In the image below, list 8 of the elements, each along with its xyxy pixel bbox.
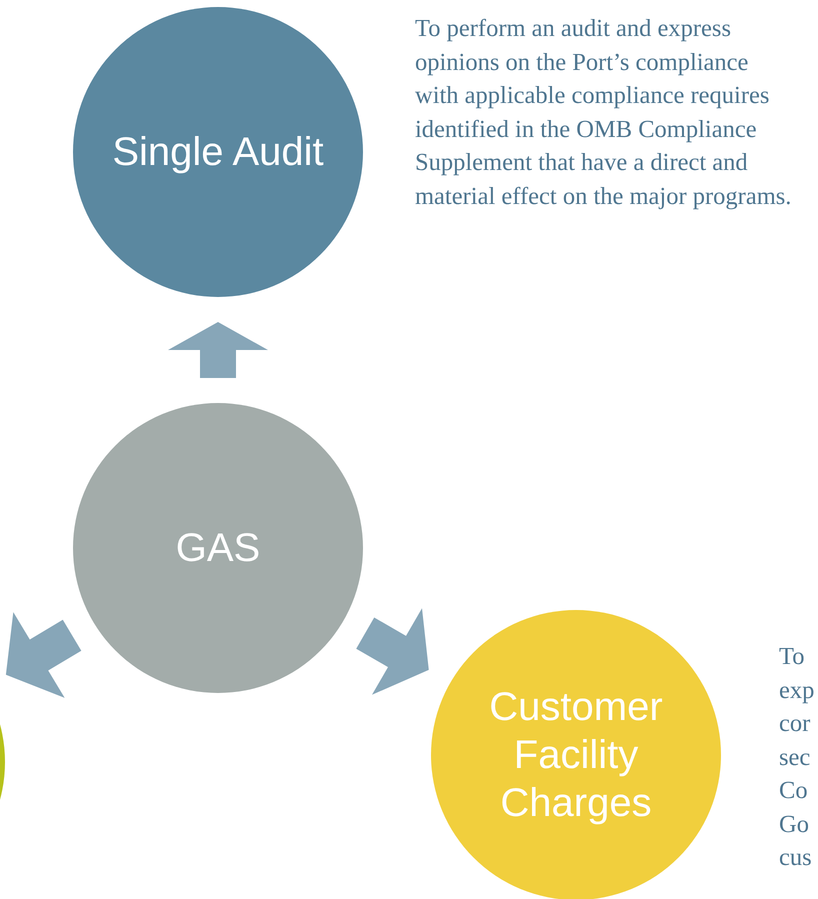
node-label: Single Audit	[112, 129, 324, 176]
description-text: To exp cor sec Co Go cus	[779, 642, 816, 873]
description-text: To perform an audit and express opinions on the Port’s compliance with applicable compliance requires identified in the OMB Compliance Supplement that have a direct and material effect on the major programs.	[415, 14, 792, 212]
node-label: GAS	[176, 525, 260, 572]
node-label: Customer Facility Charges	[488, 684, 664, 827]
block-arrow	[356, 608, 429, 695]
block-arrow	[168, 322, 268, 378]
block-arrow	[6, 612, 82, 698]
